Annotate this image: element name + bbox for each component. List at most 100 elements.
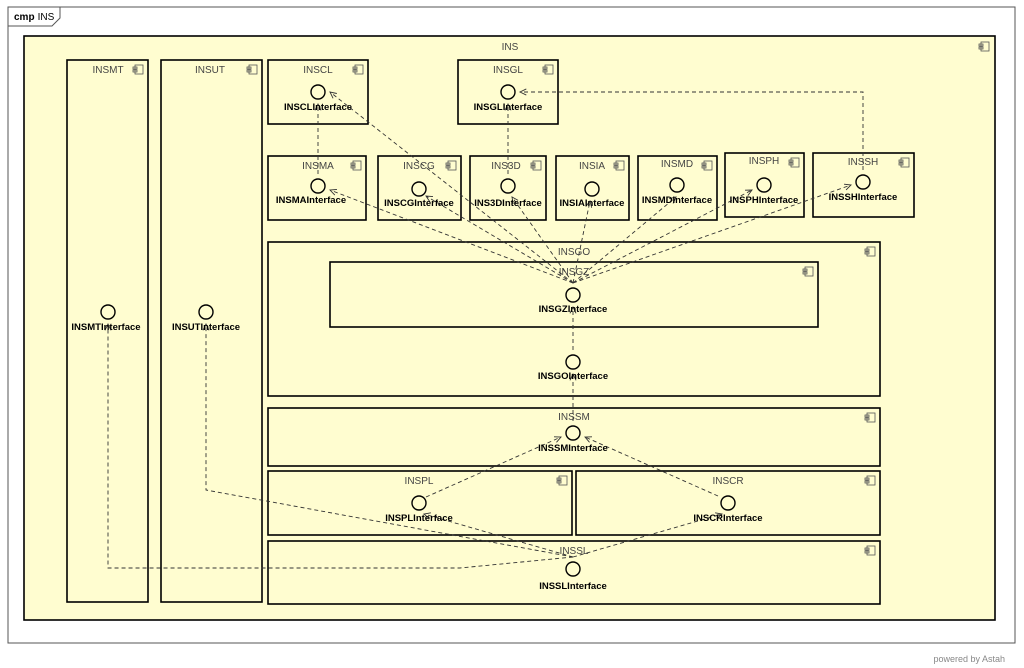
component-icon: [530, 160, 542, 171]
component-name: INSCL: [303, 65, 333, 76]
interface-label: INSSLInterface: [539, 581, 607, 592]
dependency-inspl-to-inssm: [425, 436, 562, 498]
component-icon: [246, 64, 258, 75]
interface-label: INSCGInterface: [384, 198, 454, 209]
interface-inscl[interactable]: INSCLInterface: [284, 84, 352, 113]
interface-insgo[interactable]: INSGOInterface: [538, 354, 608, 382]
interface-label: INSMAInterface: [276, 195, 346, 206]
arrowhead: [669, 196, 677, 204]
component-icon: [542, 64, 554, 75]
component-name: INSGO: [558, 247, 590, 258]
interface-insgz[interactable]: INSGZInterface: [539, 287, 608, 315]
interface-lollipop-icon: [565, 561, 581, 577]
dependency-inssl-to-insut: [202, 322, 574, 558]
interface-insph[interactable]: INSPHInterface: [730, 177, 799, 206]
arrowhead: [329, 91, 337, 99]
dependency-inssl-to-inscr: [572, 512, 723, 558]
arrowhead: [569, 305, 577, 314]
component-icon: [445, 160, 457, 171]
component-icon: [802, 266, 814, 277]
interface-insia[interactable]: INSIAInterface: [560, 181, 625, 209]
arrowhead: [423, 512, 431, 520]
arrowhead: [585, 199, 593, 208]
interface-label: INSSMInterface: [538, 443, 608, 454]
interface-lollipop-icon: [198, 304, 214, 320]
interface-label: INSPLInterface: [385, 513, 453, 524]
interface-label: INSUTInterface: [172, 322, 240, 333]
dependency-inssm-to-insgo: [569, 372, 577, 421]
component-icon: [613, 160, 625, 171]
dependency-inssl-to-inspl: [423, 512, 574, 558]
component-name: INSPL: [405, 476, 434, 487]
interface-lollipop-icon: [720, 495, 736, 511]
dependency-insgz-to-ins3d: [511, 196, 574, 284]
component-box: [377, 155, 462, 221]
frame-name: INS: [38, 12, 55, 23]
branding-label: powered by Astah: [933, 654, 1005, 664]
arrowhead: [425, 195, 434, 203]
dependency-insgo-to-insgz: [569, 305, 577, 350]
interface-inssh[interactable]: INSSHInterface: [829, 174, 898, 203]
dependency-inssh-to-insgl: [518, 88, 864, 170]
interface-lollipop-icon: [310, 84, 326, 100]
component-name: INS3D: [491, 161, 520, 172]
interface-label: INSGOInterface: [538, 371, 608, 382]
interface-inssl[interactable]: INSSLInterface: [539, 561, 607, 592]
interface-lollipop-icon: [500, 84, 516, 100]
interface-lollipop-icon: [565, 287, 581, 303]
component-icon: [788, 157, 800, 168]
arrowhead: [569, 372, 577, 381]
interface-inspl[interactable]: INSPLInterface: [385, 495, 453, 524]
component-name: INSUT: [195, 65, 225, 76]
interface-insma[interactable]: INSMAInterface: [276, 178, 346, 206]
interface-label: INSCLInterface: [284, 102, 352, 113]
component-box: [160, 59, 263, 603]
component-name: INSCR: [712, 476, 743, 487]
arrowhead: [584, 436, 593, 443]
arrowhead: [744, 189, 753, 196]
interface-label: INSPHInterface: [730, 195, 799, 206]
interface-lollipop-icon: [855, 174, 871, 190]
interface-ins3d[interactable]: INS3DInterface: [474, 178, 542, 209]
dependency-insgz-to-inscl: [329, 91, 574, 284]
interface-label: INS3DInterface: [474, 198, 542, 209]
interface-inscr[interactable]: INSCRInterface: [693, 495, 763, 524]
interface-inssm[interactable]: INSSMInterface: [538, 425, 608, 454]
interface-lollipop-icon: [565, 425, 581, 441]
interface-lollipop-icon: [565, 354, 581, 370]
interface-lollipop-icon: [100, 304, 116, 320]
arrowhead: [202, 322, 210, 331]
dependency-insgz-to-insph: [572, 189, 753, 284]
interface-insmt[interactable]: INSMTInterface: [71, 304, 141, 333]
interface-lollipop-icon: [411, 181, 427, 197]
component-name: INSGL: [493, 65, 523, 76]
interface-lollipop-icon: [584, 181, 600, 197]
dependency-inssl-to-insmt: [104, 322, 574, 569]
dependency-insgz-to-insia: [572, 199, 593, 284]
component-icon: [132, 64, 144, 75]
arrowhead: [553, 436, 562, 443]
component-inscg[interactable]: INSCG: [377, 155, 462, 221]
arrowhead: [504, 102, 512, 111]
component-name: INSPH: [749, 156, 780, 167]
interface-inscg[interactable]: INSCGInterface: [384, 181, 454, 209]
component-name: INSIA: [579, 161, 605, 172]
dependency-insgz-to-inscg: [425, 195, 574, 284]
interface-label: INSMTInterface: [71, 322, 140, 333]
component-icon: [864, 412, 876, 423]
interface-insut[interactable]: INSUTInterface: [172, 304, 240, 333]
interface-insgl[interactable]: INSGLInterface: [474, 84, 543, 113]
dependency-ins3d-to-insgl: [504, 102, 512, 174]
arrowhead: [104, 322, 112, 331]
component-icon: [898, 157, 910, 168]
interface-insmd[interactable]: INSMDInterface: [642, 177, 712, 206]
arrowhead: [715, 512, 723, 520]
dependency-insma-to-inscl: [314, 102, 322, 174]
arrowhead: [329, 188, 338, 196]
component-name: INSMT: [92, 65, 123, 76]
component-insmt[interactable]: INSMT: [66, 59, 149, 603]
component-name: INSGZ: [559, 267, 590, 278]
component-insut[interactable]: INSUT: [160, 59, 263, 603]
